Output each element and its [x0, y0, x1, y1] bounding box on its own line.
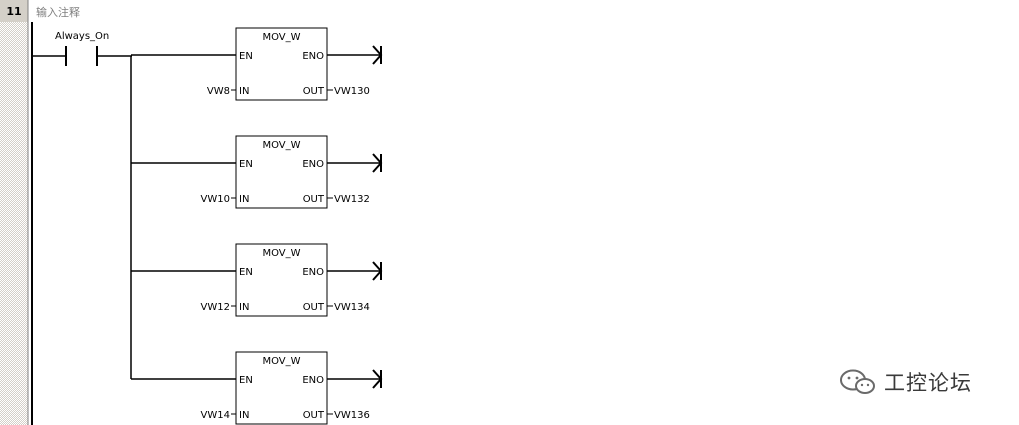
- pin-en: EN: [239, 267, 253, 278]
- box-title: MOV_W: [262, 140, 300, 151]
- pin-in: IN: [239, 86, 249, 97]
- pin-out: OUT: [303, 86, 325, 97]
- mov-w-box[interactable]: MOV_W EN ENO IN OUT VW12 VW134: [131, 243, 383, 317]
- in-operand: VW10: [201, 194, 230, 205]
- network-number: 11: [6, 4, 22, 18]
- pin-out: OUT: [303, 410, 325, 421]
- pin-in: IN: [239, 410, 249, 421]
- network-header-strip: [0, 0, 28, 22]
- pin-en: EN: [239, 375, 253, 386]
- out-operand: VW136: [334, 410, 370, 421]
- pin-en: EN: [239, 51, 253, 62]
- network-margin: [0, 0, 28, 425]
- pin-in: IN: [239, 302, 249, 313]
- box-title: MOV_W: [262, 356, 300, 367]
- out-operand: VW132: [334, 194, 370, 205]
- in-operand: VW8: [207, 86, 230, 97]
- pin-out: OUT: [303, 302, 325, 313]
- pin-eno: ENO: [302, 159, 324, 170]
- pin-eno: ENO: [302, 51, 324, 62]
- out-operand: VW134: [334, 302, 370, 313]
- pin-eno: ENO: [302, 267, 324, 278]
- network-comment[interactable]: 输入注释: [36, 6, 80, 19]
- pin-in: IN: [239, 194, 249, 205]
- pin-out: OUT: [303, 194, 325, 205]
- watermark: 工控论坛: [838, 366, 972, 398]
- watermark-text: 工控论坛: [884, 371, 972, 395]
- in-operand: VW12: [201, 302, 230, 313]
- mov-w-box[interactable]: MOV_W EN ENO IN OUT VW8 VW130: [131, 27, 383, 101]
- contact-label: Always_On: [55, 31, 110, 42]
- pin-eno: ENO: [302, 375, 324, 386]
- out-operand: VW130: [334, 86, 370, 97]
- mov-w-box[interactable]: MOV_W EN ENO IN OUT VW10 VW132: [131, 135, 383, 209]
- mov-w-box[interactable]: MOV_W EN ENO IN OUT VW14 VW136: [131, 351, 383, 425]
- box-title: MOV_W: [262, 248, 300, 259]
- pin-en: EN: [239, 159, 253, 170]
- in-operand: VW14: [201, 410, 230, 421]
- contact-always-on[interactable]: [32, 46, 132, 66]
- box-title: MOV_W: [262, 32, 300, 43]
- wechat-icon: [840, 369, 875, 394]
